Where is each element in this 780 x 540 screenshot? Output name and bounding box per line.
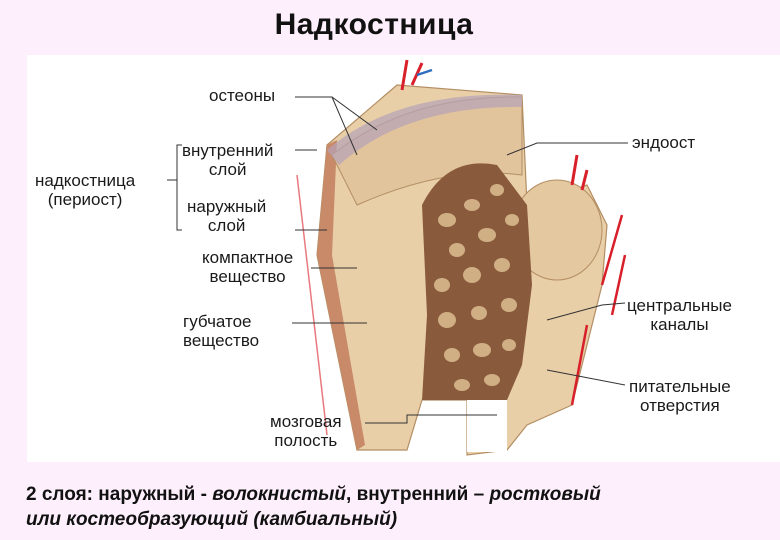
caption-outer-type: волокнистый xyxy=(212,484,347,505)
caption-line1: 2 слоя: наружный - волокнистый, внутренн… xyxy=(26,482,776,507)
caption-line2: или костеобразующий (камбиальный) xyxy=(26,507,776,532)
label-spongy-bone: губчатое вещество xyxy=(183,312,259,350)
label-central-canals-line2: каналы xyxy=(650,315,709,334)
bone-illustration xyxy=(167,59,628,456)
caption-inner-type: ростковый xyxy=(489,484,601,505)
label-inner-layer-line1: внутренний xyxy=(182,141,274,160)
label-marrow-cavity: мозговая полость xyxy=(270,412,342,450)
label-compact-line2: вещество xyxy=(209,267,286,286)
caption-prefix: 2 слоя: наружный - xyxy=(26,484,213,505)
label-marrow-line1: мозговая xyxy=(270,412,342,431)
label-periosteum-line2: (периост) xyxy=(47,190,123,209)
label-spongy-line2: вещество xyxy=(183,331,260,350)
label-nutrient-foramina: питательные отверстия xyxy=(629,377,731,415)
label-nutrient-line2: отверстия xyxy=(640,396,720,415)
caption-line2-text: или костеобразующий (камбиальный) xyxy=(26,509,398,530)
label-outer-layer-line1: наружный xyxy=(187,197,267,216)
label-inner-layer: внутренний слой xyxy=(182,141,273,179)
label-central-canals: центральные каналы xyxy=(627,296,732,334)
caption-middle: , внутренний – xyxy=(346,484,490,505)
label-outer-layer: наружный слой xyxy=(187,197,266,235)
label-compact-line1: компактное xyxy=(202,248,294,267)
caption: 2 слоя: наружный - волокнистый, внутренн… xyxy=(26,482,776,532)
label-compact-bone: компактное вещество xyxy=(202,248,293,286)
label-inner-layer-line2: слой xyxy=(208,160,247,179)
label-endosteum: эндоост xyxy=(632,133,696,152)
page-title: Надкостница xyxy=(274,8,474,41)
label-periosteum-line1: надкостница xyxy=(35,171,136,190)
label-marrow-line2: полость xyxy=(274,431,338,450)
label-nutrient-line1: питательные xyxy=(629,377,731,396)
label-outer-layer-line2: слой xyxy=(207,216,246,235)
diagram-panel: остеоны надкостница (периост) внутренний… xyxy=(27,55,780,462)
label-osteons: остеоны xyxy=(209,86,276,105)
label-spongy-line1: губчатое xyxy=(183,312,252,331)
label-periosteum: надкостница (периост) xyxy=(35,171,135,209)
label-central-canals-line1: центральные xyxy=(627,296,732,315)
